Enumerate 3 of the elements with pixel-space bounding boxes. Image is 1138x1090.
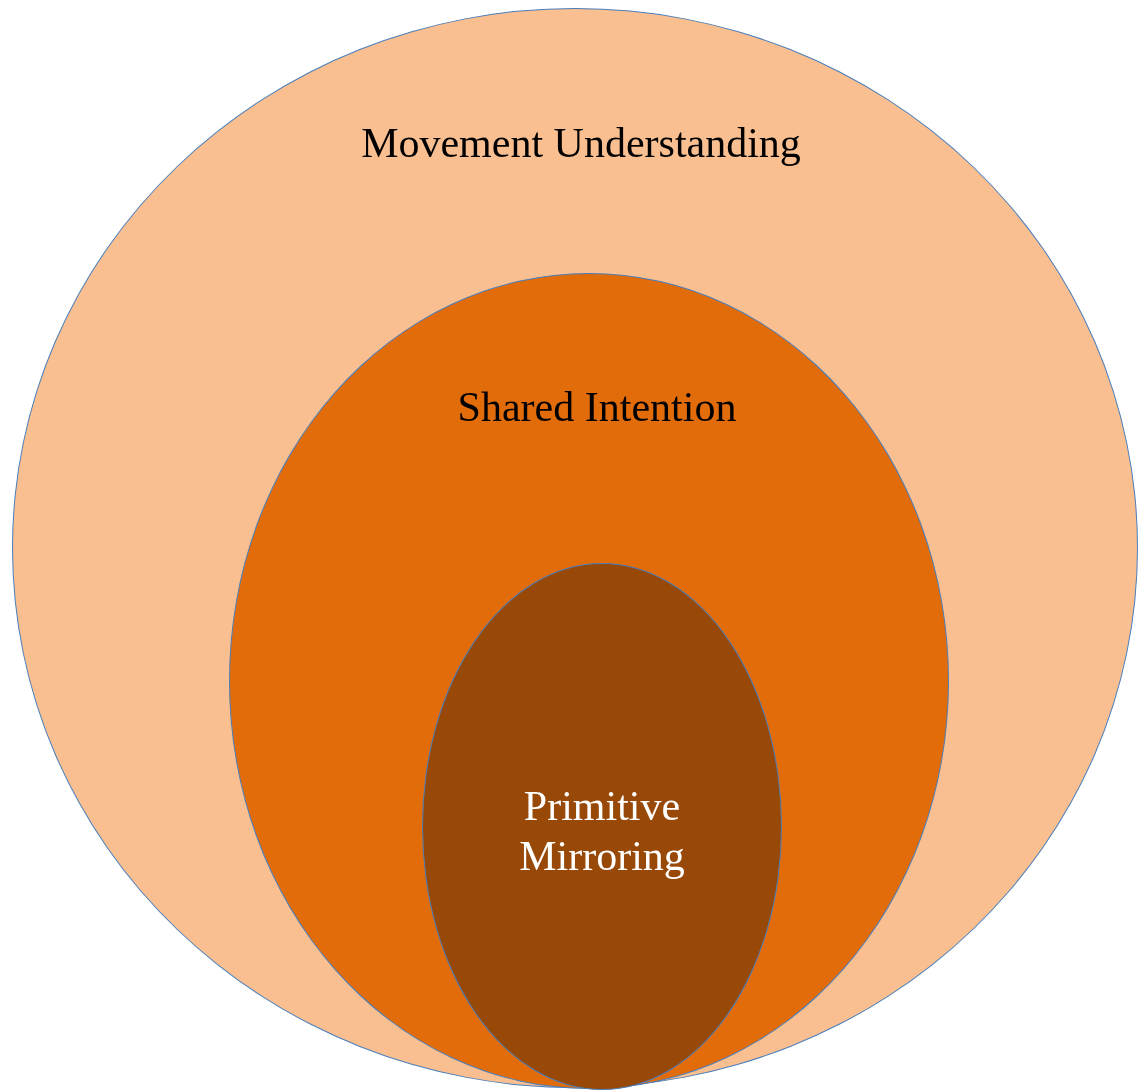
region-label: Shared Intention <box>457 383 737 432</box>
region-label: Movement Understanding <box>361 119 801 168</box>
region-label: Primitive Mirroring <box>518 782 686 881</box>
